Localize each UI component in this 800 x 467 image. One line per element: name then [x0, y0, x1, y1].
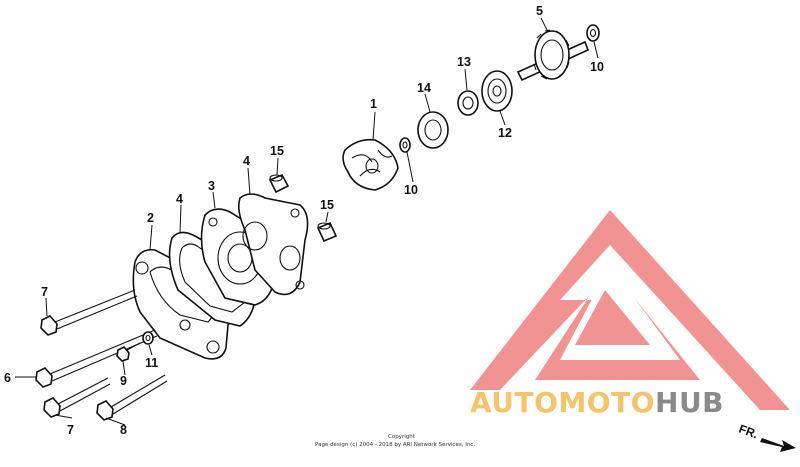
- washer-part-10-middle: [399, 137, 411, 153]
- dowel-pin-part-15-lower: [316, 221, 338, 243]
- automotohub-logo: [470, 210, 790, 410]
- oil-seal-part-14: [417, 111, 449, 149]
- callout-7-lower: 7: [67, 423, 74, 437]
- bolt-part-8: [96, 374, 168, 421]
- callout-11: 11: [145, 356, 158, 370]
- callout-8: 8: [120, 423, 127, 437]
- logo-inner: [575, 290, 650, 345]
- bolt-part-7-lower: [43, 377, 111, 418]
- front-direction-label: FR.: [737, 422, 760, 442]
- bearing-part-12: [481, 70, 513, 112]
- bolt-part-7-upper: [40, 289, 138, 336]
- callout-3: 3: [208, 179, 215, 193]
- gasket-part-4-lower: [168, 231, 256, 327]
- callout-9: 9: [120, 374, 127, 388]
- callout-14: 14: [417, 81, 431, 95]
- washer-part-11: [142, 331, 154, 345]
- dowel-pin-part-15-upper: [268, 173, 290, 194]
- copyright-line-1: Copyright: [388, 434, 416, 440]
- washer-part-10-top: [586, 24, 600, 42]
- callout-2: 2: [147, 211, 154, 225]
- bolt-part-6: [35, 329, 158, 388]
- callout-4-lower: 4: [176, 192, 183, 206]
- copyright-line-2: Page design (c) 2004 - 2018 by ARI Netwo…: [315, 442, 475, 448]
- callout-6: 6: [4, 371, 11, 385]
- leader-lines: [15, 17, 599, 426]
- callout-1: 1: [370, 97, 377, 111]
- brand-wordmark: AUTOMOTOHUB: [470, 386, 724, 419]
- front-arrow-icon: [760, 438, 796, 452]
- gasket-part-4-upper: [238, 193, 309, 296]
- callout-12: 12: [498, 126, 512, 140]
- impeller-part-1: [342, 138, 399, 191]
- callout-5: 5: [536, 4, 543, 18]
- callout-13: 13: [457, 55, 471, 69]
- brand-automoto: AUTOMOTO: [470, 386, 655, 419]
- callout-15-upper: 15: [270, 144, 284, 158]
- seal-part-13: [457, 90, 479, 116]
- pump-shaft-gear-part-5: [516, 29, 590, 82]
- callout-10-middle: 10: [404, 183, 418, 197]
- callout-10-top: 10: [590, 60, 604, 74]
- callout-4-upper: 4: [243, 154, 250, 168]
- bolt-part-9: [116, 342, 141, 362]
- callout-15-lower: 15: [320, 198, 334, 212]
- callout-7-upper: 7: [41, 285, 48, 299]
- brand-hub: HUB: [655, 386, 724, 419]
- front-direction-indicator: FR.: [737, 422, 796, 452]
